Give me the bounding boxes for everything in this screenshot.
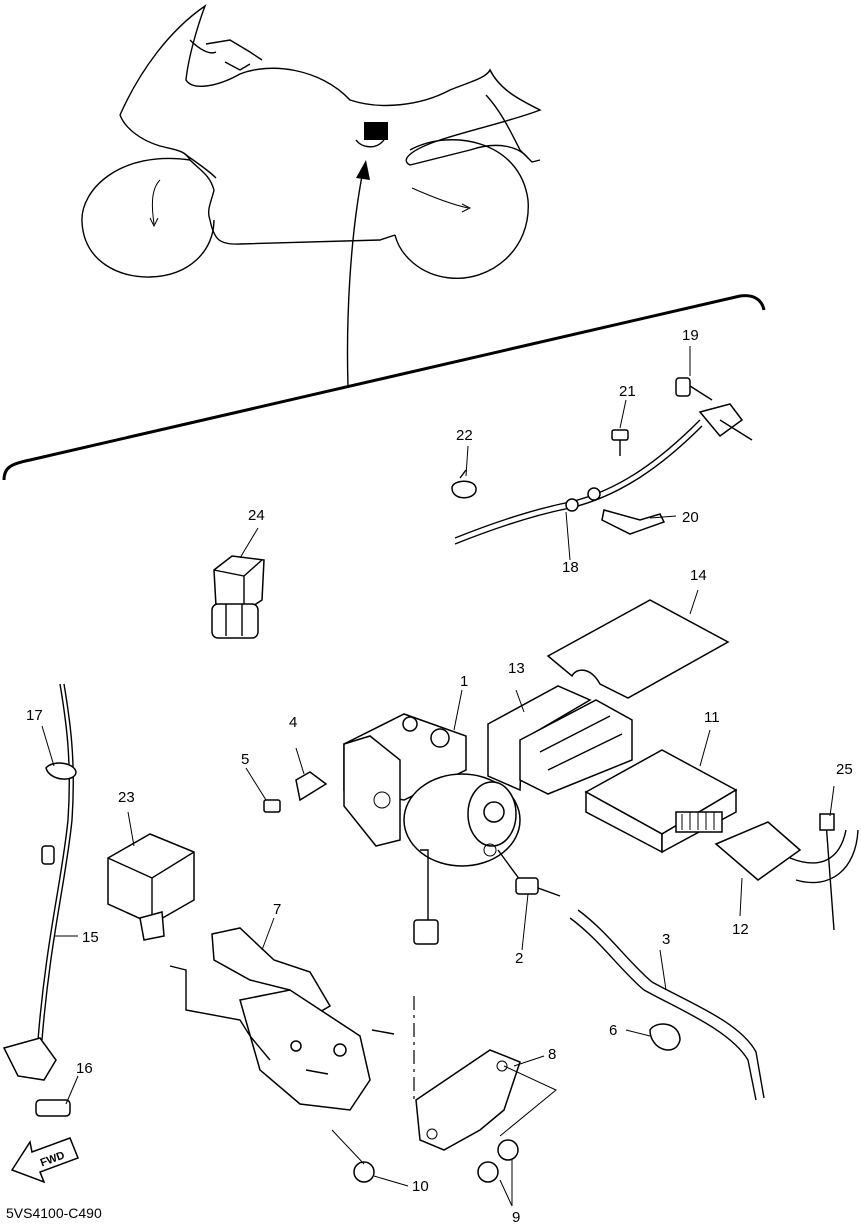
bracket-7 [169, 927, 395, 1111]
callout-5: 5 [241, 751, 249, 768]
leader-lines [41, 346, 835, 1207]
callout-4: 4 [289, 714, 297, 731]
callout-1: 1 [460, 673, 468, 690]
bracket-8 [413, 996, 557, 1151]
callout-12: 12 [732, 921, 749, 938]
callout-8: 8 [548, 1046, 556, 1063]
callout-14: 14 [690, 567, 707, 584]
nuts-9-10 [331, 1129, 519, 1183]
motorcycle-overview [81, 4, 542, 387]
callout-6: 6 [609, 1022, 617, 1039]
callout-13: 13 [508, 660, 525, 677]
relay-24 [211, 555, 265, 639]
callout-labels: 1 2 3 4 5 6 7 8 9 10 11 12 13 14 15 16 1… [26, 327, 853, 1224]
callout-21: 21 [619, 383, 636, 400]
callout-10: 10 [412, 1178, 429, 1195]
callout-25: 25 [836, 761, 853, 778]
bracket-13 [487, 685, 633, 795]
callout-23: 23 [118, 789, 135, 806]
callout-9: 9 [512, 1209, 520, 1224]
callout-15: 15 [82, 929, 99, 946]
forward-direction-arrow: FWD [10, 1137, 79, 1184]
callout-7: 7 [273, 901, 281, 918]
callout-2: 2 [515, 950, 523, 967]
bracket-4 [263, 771, 328, 813]
upper-hose-assembly [451, 377, 753, 545]
part-code-label: 5VS4100-C490 [6, 1205, 102, 1221]
callout-20: 20 [682, 509, 699, 526]
abs-hydraulic-unit-1 [343, 713, 521, 945]
callout-16: 16 [76, 1060, 93, 1077]
callout-22: 22 [456, 427, 473, 444]
cover-plate-14 [546, 599, 730, 699]
callout-3: 3 [662, 931, 670, 948]
callout-18: 18 [562, 559, 579, 576]
ecu-11 [584, 749, 738, 854]
connector-12 [714, 813, 859, 931]
brake-pipe-3 [497, 849, 765, 1101]
callout-11: 11 [704, 709, 720, 726]
callout-24: 24 [248, 507, 265, 524]
clamp-6 [649, 1023, 681, 1051]
section-divider [2, 294, 766, 481]
relay-23 [107, 833, 195, 941]
callout-17: 17 [26, 707, 43, 724]
callout-19: 19 [682, 327, 699, 344]
wheel-sensor-15 [2, 683, 77, 1117]
